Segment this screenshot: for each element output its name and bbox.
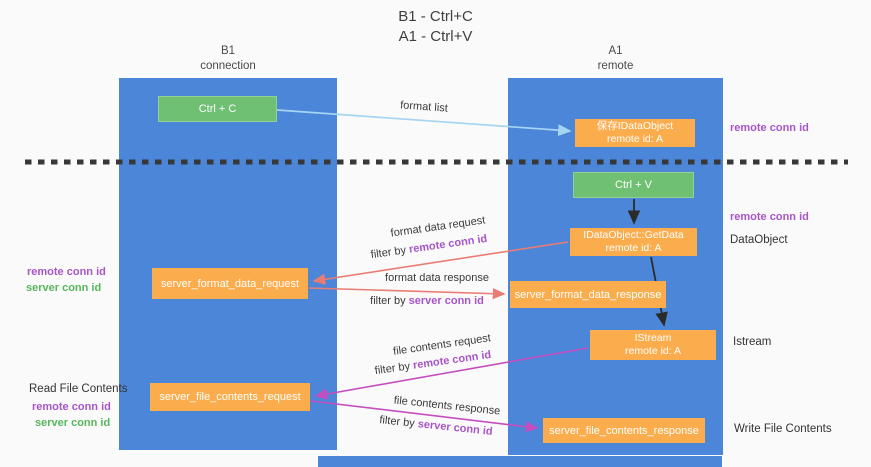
server-format-data-response-node: server_format_data_response: [510, 281, 666, 308]
getdata-line1: IDataObject::GetData: [583, 229, 684, 241]
save-idataobject-node: 保存IDataObject remote id: A: [575, 119, 695, 147]
format-data-request-filter-label: filter by remote conn id: [370, 233, 488, 261]
diagram-title: B1 - Ctrl+C A1 - Ctrl+V: [0, 7, 871, 47]
server-file-contents-request-node: server_file_contents_request: [150, 383, 310, 411]
filter-prefix: filter by: [370, 243, 410, 262]
server-file-contents-response-node: server_file_contents_response: [543, 418, 705, 443]
format-data-response-filter-label: filter by server conn id: [370, 295, 484, 307]
lane-a1-name: A1: [608, 45, 623, 57]
istream-line2: remote id: A: [624, 345, 682, 357]
istream-node: IStream remote id: A: [590, 330, 716, 360]
ctrl-c-label: Ctrl + C: [198, 103, 237, 115]
filter-id-server-conn: server conn id: [417, 418, 494, 438]
server-format-data-request-label: server_format_data_request: [160, 277, 300, 290]
bottom-blue-strip: [318, 456, 722, 467]
read-file-contents-label: Read File Contents: [29, 383, 128, 395]
server-format-data-response-label: server_format_data_response: [514, 288, 662, 301]
filter-prefix: filter by: [370, 295, 409, 307]
lane-b1-name: B1: [220, 45, 236, 57]
save-idataobject-line1: 保存IDataObject: [596, 120, 674, 132]
title-line-2: A1 - Ctrl+V: [398, 28, 473, 45]
remote-conn-id-top-label: remote conn id: [730, 122, 809, 134]
ctrl-v-node: Ctrl + V: [573, 172, 694, 198]
lane-b1-subtitle: connection: [200, 60, 256, 72]
title-line-1: B1 - Ctrl+C: [398, 8, 473, 25]
ctrl-v-label: Ctrl + V: [615, 179, 652, 191]
file-contents-request-filter-label: filter by remote conn id: [374, 349, 492, 377]
file-contents-response-filter-label: filter by server conn id: [379, 414, 493, 438]
server-format-data-request-node: server_format_data_request: [152, 268, 308, 299]
server-file-contents-response-label: server_file_contents_response: [549, 424, 699, 437]
filter-prefix: filter by: [374, 359, 414, 378]
write-file-contents-label: Write File Contents: [734, 423, 832, 435]
istream-side-label: Istream: [733, 336, 772, 348]
format-list-label: format list: [399, 99, 449, 115]
lane-header-a1: A1 remote: [508, 44, 723, 74]
left-mid-server-conn-id-label: server conn id: [26, 282, 102, 294]
idataobject-getdata-node: IDataObject::GetData remote id: A: [570, 228, 697, 256]
save-idataobject-line2: remote id: A: [606, 133, 664, 145]
dataobject-label: DataObject: [730, 234, 788, 246]
left-bottom-remote-conn-id-label: remote conn id: [32, 401, 111, 413]
left-bottom-server-conn-id-label: server conn id: [35, 417, 111, 429]
format-data-response-label: format data response: [385, 272, 489, 284]
lane-header-b1: B1 connection: [119, 44, 337, 74]
left-mid-remote-conn-id-label: remote conn id: [27, 266, 106, 278]
istream-line1: IStream: [634, 332, 672, 344]
filter-prefix: filter by: [378, 414, 419, 431]
format-data-response-arrow: [308, 287, 506, 300]
server-file-contents-request-label: server_file_contents_request: [159, 391, 301, 403]
ctrl-c-node: Ctrl + C: [158, 96, 277, 122]
lane-a1-subtitle: remote: [597, 60, 634, 72]
remote-conn-id-mid-label: remote conn id: [730, 211, 809, 223]
getdata-line2: remote id: A: [605, 242, 662, 254]
filter-id-remote-conn: remote conn id: [408, 232, 488, 256]
file-contents-response-label: file contents response: [393, 394, 501, 418]
filter-id-server-conn: server conn id: [408, 295, 484, 307]
